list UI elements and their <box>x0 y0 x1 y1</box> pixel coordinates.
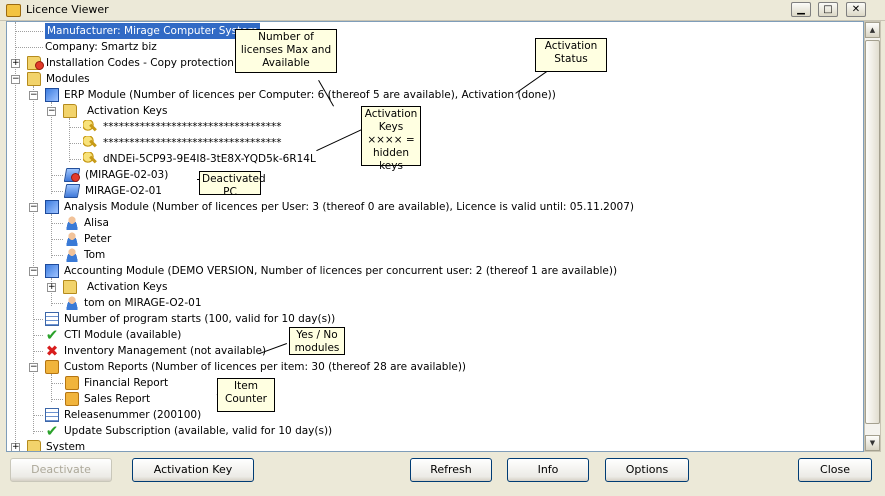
company-label: Company: Smartz biz <box>45 41 157 53</box>
vertical-scrollbar[interactable]: ▲ ▼ <box>864 21 881 452</box>
key-hidden-2-label: ********************************** <box>103 137 282 149</box>
scroll-down-button[interactable]: ▼ <box>865 435 880 451</box>
refresh-button[interactable]: Refresh <box>410 458 492 482</box>
system-label: System <box>46 441 86 452</box>
collapse-modules-toggle[interactable]: − <box>11 74 20 84</box>
info-button[interactable]: Info <box>507 458 589 482</box>
scroll-up-button[interactable]: ▲ <box>865 22 880 38</box>
collapse-analysis-toggle[interactable]: − <box>29 202 38 212</box>
not-available-cross-icon: ✖ <box>45 342 59 360</box>
collapse-custom-reports-toggle[interactable]: − <box>29 362 38 372</box>
collapse-accounting-toggle[interactable]: − <box>29 266 38 276</box>
computer-icon <box>63 184 81 198</box>
activation-key-button[interactable]: Activation Key <box>132 458 254 482</box>
user-2-label: Peter <box>84 233 112 245</box>
sales-report-label: Sales Report <box>84 393 151 405</box>
deactivate-button[interactable]: Deactivate <box>10 458 112 482</box>
user-icon <box>65 216 79 230</box>
modules-label: Modules <box>46 73 90 85</box>
key-icon <box>83 120 97 134</box>
erp-module-label: ERP Module (Number of licences per Compu… <box>64 89 556 101</box>
callout-activation-status: Activation Status <box>535 38 607 72</box>
maximize-icon: □ <box>823 4 833 15</box>
release-number-label: Releasenummer (200100) <box>64 409 202 421</box>
title-bar: Licence Viewer ▁ □ ✕ <box>0 0 885 21</box>
pc-active-label: MIRAGE-O2-01 <box>85 185 162 197</box>
close-button[interactable]: Close <box>798 458 872 482</box>
deactivated-stop-icon <box>71 173 80 182</box>
program-starts-label: Number of program starts (100, valid for… <box>64 313 336 325</box>
cti-module-label: CTI Module (available) <box>64 329 182 341</box>
analysis-module-icon <box>45 200 59 214</box>
accounting-activation-keys-label: Activation Keys <box>87 281 168 293</box>
manufacturer-label: Manufacturer: Mirage Computer System <box>45 23 260 39</box>
report-box-icon <box>65 376 79 390</box>
key-icon <box>83 152 97 166</box>
user-1-label: Alisa <box>84 217 109 229</box>
scroll-thumb[interactable] <box>865 40 880 424</box>
licence-viewer-app-icon <box>6 4 21 17</box>
user-icon <box>65 232 79 246</box>
update-subscription-label: Update Subscription (available, valid fo… <box>64 425 333 437</box>
expand-accounting-keys-toggle[interactable]: + <box>47 282 56 292</box>
pc-deactivated-label: (MIRAGE-02-03) <box>85 169 169 181</box>
scroll-down-icon: ▼ <box>869 439 876 447</box>
expand-system-toggle[interactable]: + <box>11 442 20 452</box>
available-check-icon: ✔ <box>45 326 59 344</box>
financial-report-label: Financial Report <box>84 377 169 389</box>
folder-open-icon <box>27 72 41 86</box>
erp-module-icon <box>45 88 59 102</box>
licence-tree[interactable]: Manufacturer: Mirage Computer System Com… <box>6 21 864 452</box>
callout-deactivated-pc: Deactivated PC <box>199 171 266 198</box>
erp-activation-keys-label: Activation Keys <box>87 105 168 117</box>
installation-codes-label: Installation Codes - Copy protection act <box>46 57 254 69</box>
close-icon: ✕ <box>851 4 861 15</box>
user-on-computer-icon <box>65 296 79 310</box>
key-visible-label: dNDEi-5CP93-9E4I8-3tE8X-YQD5k-6R14L <box>103 153 316 165</box>
accounting-module-icon <box>45 264 59 278</box>
keys-folder-icon <box>63 104 77 118</box>
accounting-user-label: tom on MIRAGE-O2-01 <box>84 297 202 309</box>
custom-reports-label: Custom Reports (Number of licences per i… <box>64 361 467 373</box>
button-bar: Deactivate Activation Key Refresh Info O… <box>0 452 885 496</box>
minimize-button[interactable]: ▁ <box>791 2 811 17</box>
counter-table-icon <box>45 312 59 326</box>
window-title: Licence Viewer <box>26 3 109 16</box>
report-box-icon <box>65 392 79 406</box>
collapse-erp-activation-keys-toggle[interactable]: − <box>47 106 56 116</box>
callout-yes-no-modules: Yes / No modules <box>289 327 345 355</box>
copy-protection-stop-icon <box>35 61 44 70</box>
callout-number-of-licenses: Number of licenses Max and Available <box>235 29 337 73</box>
close-window-button[interactable]: ✕ <box>846 2 866 17</box>
minimize-icon: ▁ <box>797 4 805 15</box>
release-table-icon <box>45 408 59 422</box>
collapse-erp-toggle[interactable]: − <box>29 90 38 100</box>
analysis-module-label: Analysis Module (Number of licences per … <box>64 201 634 213</box>
reports-box-icon <box>45 360 59 374</box>
callout-activation-keys: Activation Keys ×××× = hidden keys <box>361 106 421 172</box>
user-icon <box>65 248 79 262</box>
keys-folder-icon <box>63 280 77 294</box>
options-button[interactable]: Options <box>605 458 689 482</box>
scroll-up-icon: ▲ <box>869 26 876 34</box>
inventory-label: Inventory Management (not available) <box>64 345 267 357</box>
user-3-label: Tom <box>84 249 106 261</box>
key-hidden-1-label: ********************************** <box>103 121 282 133</box>
expand-installation-codes-toggle[interactable]: + <box>11 58 20 68</box>
folder-icon <box>27 440 41 451</box>
available-check-icon: ✔ <box>45 422 59 440</box>
maximize-button[interactable]: □ <box>818 2 838 17</box>
accounting-module-label: Accounting Module (DEMO VERSION, Number … <box>64 265 618 277</box>
callout-item-counter: Item Counter <box>217 378 275 412</box>
key-icon <box>83 136 97 150</box>
